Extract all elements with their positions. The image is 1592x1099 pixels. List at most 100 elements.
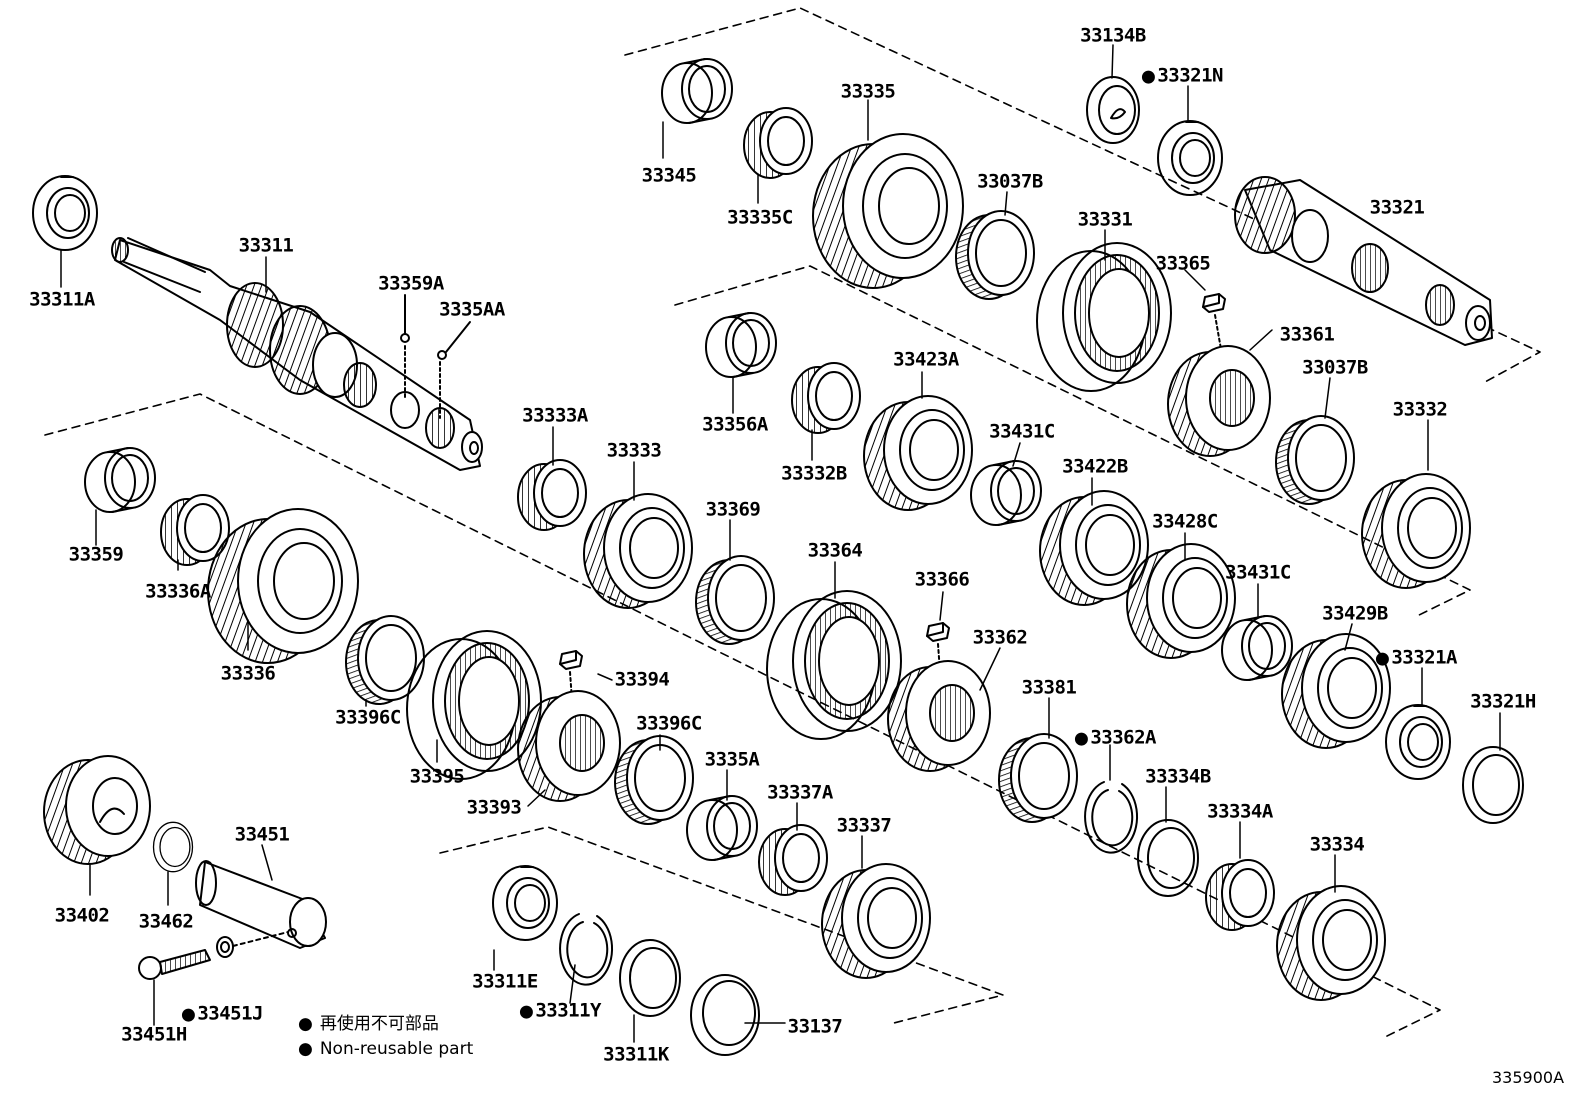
ring-33321H (1462, 746, 1524, 824)
washer-33462 (152, 821, 194, 873)
callout-33395[interactable]: 33395 (409, 765, 465, 788)
callout-33451J[interactable]: 33451J (181, 1004, 263, 1024)
callout-33037B-mid[interactable]: 33037B (1302, 356, 1368, 379)
callout-33311A[interactable]: 33311A (29, 288, 95, 311)
callout-33402[interactable]: 33402 (54, 904, 110, 927)
callout-33311Y[interactable]: 33311Y (519, 1001, 601, 1021)
gear-33337 (821, 863, 931, 979)
callout-33334B[interactable]: 33334B (1145, 765, 1211, 788)
callout-33394[interactable]: 33394 (614, 668, 670, 691)
sync-ring-33037B-mid (1275, 415, 1355, 505)
legend-japanese-text: 再使用不可部品 (319, 1014, 439, 1034)
sleeve-33359 (84, 447, 156, 513)
callout-33333[interactable]: 33333 (606, 439, 662, 462)
callout-33337A[interactable]: 33337A (767, 781, 833, 804)
callout-33462[interactable]: 33462 (138, 910, 194, 933)
callout-33037B-top[interactable]: 33037B (977, 170, 1043, 193)
callout-33359[interactable]: 33359 (68, 543, 124, 566)
callout-33364[interactable]: 33364 (807, 539, 863, 562)
callout-33345[interactable]: 33345 (641, 164, 697, 187)
callout-33311K[interactable]: 33311K (603, 1043, 669, 1066)
callout-33336A[interactable]: 33336A (145, 580, 211, 603)
ring-33334B (1137, 819, 1199, 897)
group-outline-main (44, 393, 1441, 1038)
callout-33335C[interactable]: 33335C (727, 206, 793, 229)
callout-33366[interactable]: 33366 (914, 568, 970, 591)
needle-bearing-33337A (758, 824, 828, 896)
callout-33336[interactable]: 33336 (220, 662, 276, 685)
callout-33362A[interactable]: 33362A (1074, 728, 1156, 748)
callout-3335AA[interactable]: 3335AA (439, 298, 505, 321)
callout-33359A[interactable]: 33359A (378, 272, 444, 295)
sleeve-33345 (661, 58, 733, 124)
legend-english: ●Non-reusable part (298, 1041, 473, 1058)
sleeve-3335A (686, 795, 758, 861)
callout-33332B[interactable]: 33332B (781, 462, 847, 485)
sync-ring-33037B-top (955, 210, 1035, 300)
callout-33393[interactable]: 33393 (466, 796, 522, 819)
washer-33451J (216, 936, 234, 958)
bearing-33311E (492, 865, 558, 941)
callout-33429B[interactable]: 33429B (1322, 602, 1388, 625)
gear-33428C (1126, 543, 1236, 659)
gear-33334 (1276, 885, 1386, 1001)
gear-33336 (207, 508, 359, 664)
callout-33422B[interactable]: 33422B (1062, 455, 1128, 478)
callout-33321H[interactable]: 33321H (1470, 690, 1536, 713)
key-33366 (926, 622, 950, 642)
leader-lines (60, 44, 1501, 1043)
callout-33451H[interactable]: 33451H (121, 1023, 187, 1046)
callout-33334[interactable]: 33334 (1309, 833, 1365, 856)
legend-japanese: ● 再使用不可部品 (298, 1016, 439, 1033)
callout-33396C-a[interactable]: 33396C (335, 706, 401, 729)
callout-33431C-b[interactable]: 33431C (1225, 561, 1291, 584)
bearing-33311A (32, 175, 98, 251)
callout-33311E[interactable]: 33311E (472, 970, 538, 993)
sleeve-33431C-a (970, 460, 1042, 526)
callout-33356A[interactable]: 33356A (702, 413, 768, 436)
callout-33431C-a[interactable]: 33431C (989, 420, 1055, 443)
plate-33134B (1086, 76, 1140, 144)
hub-sleeve-33331 (1036, 242, 1172, 392)
sleeve-33356A (705, 312, 777, 378)
key-33394 (559, 650, 583, 670)
callout-33332[interactable]: 33332 (1392, 398, 1448, 421)
needle-bearing-33332B (791, 362, 861, 434)
ring-33311K (619, 939, 681, 1017)
callout-33137[interactable]: 33137 (787, 1015, 843, 1038)
callout-33423A[interactable]: 33423A (893, 348, 959, 371)
idler-shaft-33451 (195, 860, 327, 949)
callout-33369[interactable]: 33369 (705, 498, 761, 521)
group-outline-reverse (439, 826, 1004, 1025)
output-shaft-33321 (1234, 176, 1493, 346)
callout-33335[interactable]: 33335 (840, 80, 896, 103)
callout-33321A[interactable]: 33321A (1375, 648, 1457, 668)
callout-33333A[interactable]: 33333A (522, 404, 588, 427)
callout-33334A[interactable]: 33334A (1207, 800, 1273, 823)
key-33365 (1202, 293, 1226, 313)
callout-33331[interactable]: 33331 (1077, 208, 1133, 231)
gear-33332 (1361, 473, 1471, 589)
callout-33361[interactable]: 33361 (1279, 323, 1335, 346)
callout-33337[interactable]: 33337 (836, 814, 892, 837)
callout-33134B[interactable]: 33134B (1080, 24, 1146, 47)
callout-33428C[interactable]: 33428C (1152, 510, 1218, 533)
callout-33362[interactable]: 33362 (972, 626, 1028, 649)
legend-bullet: ● (298, 1014, 313, 1034)
callout-33451[interactable]: 33451 (234, 823, 290, 846)
callout-33311[interactable]: 33311 (238, 234, 294, 257)
hub-33361 (1167, 345, 1271, 457)
callout-33396C-b[interactable]: 33396C (636, 712, 702, 735)
callout-33381[interactable]: 33381 (1021, 676, 1077, 699)
hub-33362 (887, 660, 991, 772)
callout-3335A[interactable]: 3335A (704, 748, 760, 771)
callout-33321[interactable]: 33321 (1369, 196, 1425, 219)
callout-33365[interactable]: 33365 (1155, 252, 1211, 275)
gear-33423A (863, 395, 973, 511)
group-outline-countershaft (674, 265, 1471, 618)
gear-33429B (1281, 633, 1391, 749)
callout-33321N[interactable]: 33321N (1141, 66, 1223, 86)
sync-ring-33396C-b (614, 735, 694, 825)
input-shaft-33311 (111, 237, 483, 471)
